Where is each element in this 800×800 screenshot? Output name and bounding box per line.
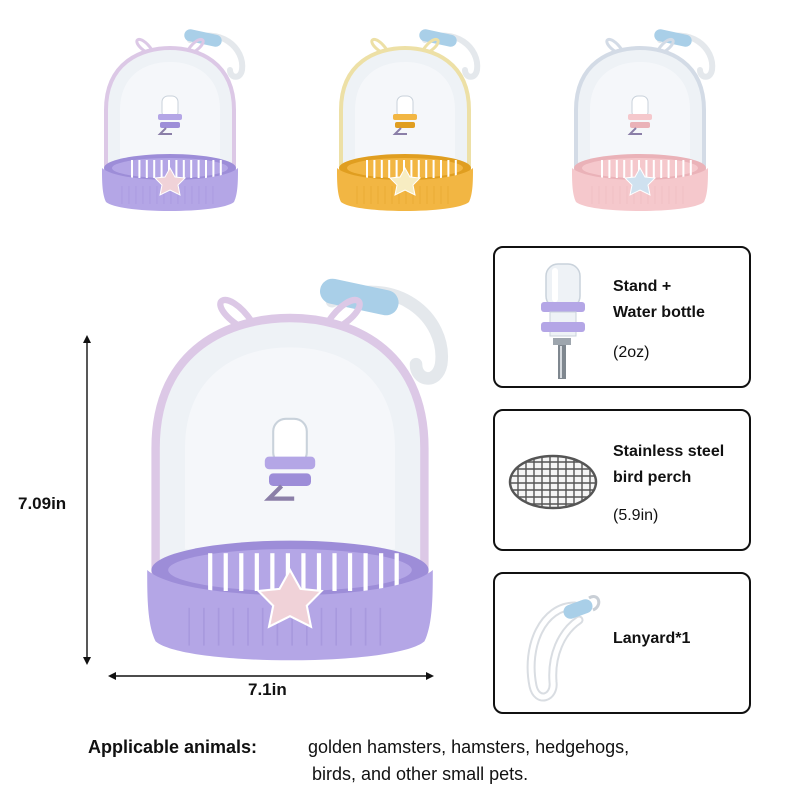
- main-carrier-image: [95, 255, 485, 675]
- applicable-animals: Applicable animals: golden hamsters, hams…: [88, 734, 768, 788]
- accessory-title-line2: Water bottle: [613, 304, 705, 321]
- accessory-card-lanyard: Lanyard*1: [493, 572, 751, 714]
- accessory-title: Lanyard*1: [613, 626, 690, 652]
- accessory-detail: (2oz): [613, 344, 650, 361]
- accessory-title-line1: Stand +: [613, 278, 672, 295]
- accessory-title: Stainless steel bird perch: [613, 439, 724, 491]
- footer-label: Applicable animals:: [88, 737, 258, 757]
- accessory-title-line1: Lanyard*1: [613, 630, 691, 647]
- lanyard-icon: [503, 586, 603, 706]
- footer-line2: birds, and other small pets.: [312, 764, 529, 784]
- variant-yellow: [315, 18, 495, 218]
- accessory-title-line1: Stainless steel: [613, 443, 725, 460]
- width-arrow: [108, 669, 434, 683]
- width-label: 7.1in: [248, 680, 287, 699]
- perch-icon: [503, 447, 603, 517]
- accessory-detail: (5.9in): [613, 507, 659, 524]
- accessory-card-perch: Stainless steel bird perch (5.9in): [493, 409, 751, 551]
- variant-purple: [80, 18, 260, 218]
- height-arrow: [80, 335, 94, 665]
- accessory-title-line2: bird perch: [613, 469, 692, 486]
- accessory-title: Stand + Water bottle: [613, 274, 705, 326]
- accessory-card-water-bottle: Stand + Water bottle (2oz): [493, 246, 751, 388]
- variant-pink: [550, 18, 730, 218]
- footer-text: golden hamsters, hamsters, hedgehogs, bir…: [308, 734, 748, 788]
- water-bottle-icon: [503, 258, 603, 382]
- footer-line1: golden hamsters, hamsters, hedgehogs,: [308, 737, 630, 757]
- height-label: 7.09in: [18, 494, 67, 513]
